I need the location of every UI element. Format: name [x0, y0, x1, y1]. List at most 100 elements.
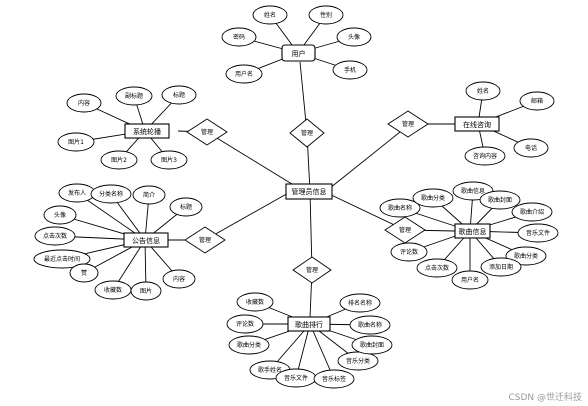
entity-playlist-rank: 歌曲排行 — [287, 316, 331, 332]
attr-public-favorites: 收藏数 — [94, 280, 132, 300]
attr-public-summary: 简介 — [132, 185, 166, 205]
svg-text:内容: 内容 — [173, 275, 185, 283]
svg-text:标题: 标题 — [173, 91, 185, 99]
svg-text:音乐标签: 音乐标签 — [322, 375, 346, 383]
relation-consult: 管理 — [387, 110, 429, 138]
svg-text:点击次数: 点击次数 — [43, 232, 67, 240]
attr-rank-song-category: 歌曲分类 — [228, 335, 270, 355]
svg-text:手机: 手机 — [344, 66, 356, 74]
attr-user-password: 密码 — [221, 27, 257, 47]
relation-consult-label: 管理 — [402, 120, 414, 128]
attr-song-add-date: 添加日期 — [480, 257, 522, 277]
attr-consult-email: 邮箱 — [519, 91, 555, 111]
attr-rotation-subtitle: 副标题 — [115, 86, 153, 106]
relation-user-label: 管理 — [301, 129, 313, 137]
svg-text:最近点击时间: 最近点击时间 — [44, 255, 80, 263]
svg-text:歌曲名称: 歌曲名称 — [388, 204, 412, 212]
attr-song-name: 歌曲名称 — [379, 198, 421, 218]
svg-text:赞: 赞 — [81, 269, 87, 277]
attr-rotation-image3: 图片3 — [150, 150, 188, 170]
entity-public-info: 公告信息 — [123, 232, 169, 248]
svg-text:歌曲分类: 歌曲分类 — [421, 194, 445, 202]
attr-public-like: 赞 — [69, 263, 99, 283]
entity-admin-info-label: 管理员信息 — [292, 187, 327, 196]
attr-public-clicks: 点击次数 — [34, 226, 76, 246]
relation-public: 管理 — [184, 226, 226, 254]
attr-song-username: 用户名 — [451, 270, 489, 290]
attr-user-phone: 手机 — [332, 60, 368, 80]
watermark: CSDN @世迁科技 — [508, 393, 582, 403]
svg-text:音乐分类: 音乐分类 — [346, 357, 370, 365]
attr-song-intro: 歌曲介绍 — [511, 202, 553, 222]
entity-song-info-label: 歌曲信息 — [459, 227, 487, 236]
svg-text:用户名: 用户名 — [235, 70, 253, 78]
svg-text:歌曲封面: 歌曲封面 — [360, 341, 384, 349]
entity-online-consult: 在线咨询 — [454, 116, 500, 132]
relation-rank: 管理 — [292, 256, 332, 284]
relation-rotation-label: 管理 — [201, 128, 213, 136]
attr-rank-song-cover: 歌曲封面 — [351, 335, 393, 355]
attr-rank-favorites: 收藏数 — [236, 292, 274, 312]
svg-text:歌曲分类: 歌曲分类 — [514, 252, 538, 260]
attr-public-category-name: 分类名称 — [90, 184, 132, 204]
relation-rotation: 管理 — [186, 118, 228, 146]
attr-rotation-image2: 图片2 — [100, 150, 138, 170]
svg-text:图片1: 图片1 — [68, 138, 84, 146]
svg-text:姓名: 姓名 — [264, 11, 276, 19]
svg-text:歌曲封面: 歌曲封面 — [488, 196, 512, 204]
relation-rank-label: 管理 — [306, 266, 318, 274]
svg-text:标题: 标题 — [180, 203, 192, 211]
entity-user-label: 用户 — [292, 49, 306, 58]
attr-user-name: 姓名 — [252, 5, 288, 25]
svg-text:歌曲介绍: 歌曲介绍 — [520, 208, 544, 216]
attr-song-category-2: 歌曲分类 — [505, 246, 547, 266]
attr-rotation-image1: 图片1 — [57, 132, 95, 152]
svg-text:副标题: 副标题 — [125, 92, 143, 100]
svg-text:内容: 内容 — [78, 99, 90, 107]
svg-text:发布人: 发布人 — [68, 189, 86, 197]
svg-text:歌手姓名: 歌手姓名 — [258, 366, 282, 374]
svg-text:头像: 头像 — [348, 33, 360, 41]
attr-user-gender: 性别 — [308, 5, 344, 25]
entity-admin-info: 管理员信息 — [285, 183, 333, 200]
svg-text:头像: 头像 — [54, 211, 66, 219]
svg-text:音乐文件: 音乐文件 — [284, 374, 308, 382]
svg-text:用户名: 用户名 — [461, 276, 479, 284]
entity-public-info-label: 公告信息 — [132, 236, 160, 245]
relation-user: 管理 — [289, 118, 325, 148]
relation-song-label: 管理 — [399, 226, 411, 234]
svg-text:收藏数: 收藏数 — [104, 286, 122, 294]
svg-text:排名名称: 排名名称 — [348, 299, 372, 307]
svg-text:图片2: 图片2 — [111, 156, 127, 164]
attr-song-cover: 歌曲封面 — [479, 190, 521, 210]
entity-rotation: 系统轮播 — [124, 123, 170, 139]
svg-text:收藏数: 收藏数 — [246, 298, 264, 306]
attr-song-clicks: 点击次数 — [416, 258, 458, 278]
svg-text:咨询内容: 咨询内容 — [473, 152, 497, 160]
svg-text:图片3: 图片3 — [161, 156, 177, 164]
attr-public-image: 图片 — [130, 281, 162, 301]
attr-public-avatar: 头像 — [43, 205, 77, 225]
attr-song-music-file: 音乐文件 — [517, 223, 559, 243]
svg-text:性别: 性别 — [320, 11, 332, 19]
attr-rank-music-category: 音乐分类 — [337, 351, 379, 371]
relation-public-label: 管理 — [199, 236, 211, 244]
attr-public-publisher: 发布人 — [58, 183, 96, 203]
entity-playlist-rank-label: 歌曲排行 — [295, 320, 323, 329]
entity-rotation-label: 系统轮播 — [133, 127, 161, 136]
attr-song-category: 歌曲分类 — [412, 188, 454, 208]
attr-rank-song-name: 歌曲名称 — [349, 315, 391, 335]
attr-consult-content: 咨询内容 — [464, 146, 506, 166]
svg-text:评论数: 评论数 — [236, 320, 254, 328]
attr-user-avatar: 头像 — [336, 27, 372, 47]
svg-text:点击次数: 点击次数 — [425, 264, 449, 272]
svg-text:音乐文件: 音乐文件 — [526, 229, 550, 237]
svg-text:简介: 简介 — [143, 191, 155, 199]
entity-user: 用户 — [281, 44, 316, 62]
attr-rotation-content: 内容 — [66, 93, 102, 113]
attr-rotation-title: 标题 — [161, 85, 197, 105]
svg-text:电话: 电话 — [525, 144, 537, 152]
svg-text:姓名: 姓名 — [477, 87, 489, 95]
svg-text:邮箱: 邮箱 — [531, 97, 543, 105]
